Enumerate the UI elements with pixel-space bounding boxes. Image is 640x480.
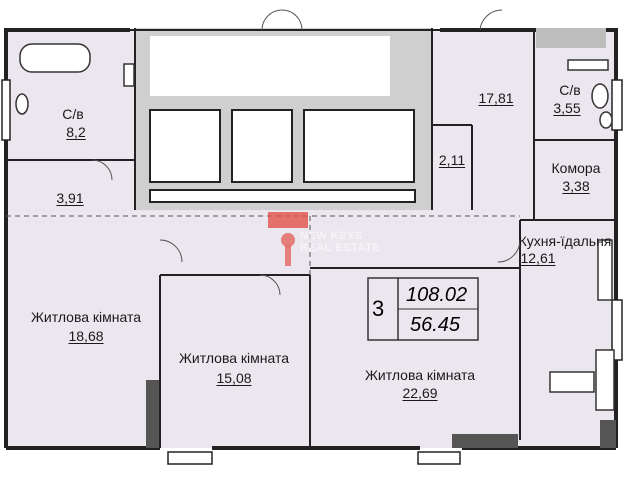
shaft-bottom — [149, 189, 416, 203]
living1-area: 18,68 — [68, 328, 104, 344]
rooms-count: 3 — [372, 296, 385, 321]
living2-label: Житлова кімната — [178, 350, 290, 366]
living1-label: Житлова кімната — [30, 309, 142, 325]
living2-area: 15,08 — [216, 370, 252, 386]
living3-label: Житлова кімната — [364, 367, 476, 383]
wardrobe-area: 2,11 — [438, 152, 466, 168]
hall1-area: 3,91 — [56, 190, 84, 206]
total-area: 108.02 — [406, 284, 468, 306]
shaft-cell-1 — [149, 109, 221, 183]
zone-lines — [6, 215, 520, 275]
interior-walls — [6, 28, 616, 448]
living-area: 56.45 — [410, 314, 461, 336]
bath1-area: 8,2 — [66, 124, 86, 140]
bath2-label: С/в — [559, 82, 581, 98]
living3-area: 22,69 — [402, 385, 438, 401]
fixtures — [15, 43, 615, 411]
wall-block-bottom — [452, 434, 518, 448]
wall-block-right-low — [600, 420, 616, 448]
corner-badge-shape — [536, 28, 606, 48]
bath2-area: 3,55 — [553, 100, 581, 116]
shaft-cell-2 — [231, 109, 293, 183]
windows — [1, 79, 623, 465]
kitchen-area: 12,61 — [520, 250, 556, 266]
shaft-cell-3 — [303, 109, 415, 183]
storage-label: Комора — [551, 160, 601, 176]
watermark-text: NEW KEYS REAL ESTATE — [300, 230, 381, 254]
kitchen-label: Кухня-їдальня — [518, 233, 612, 249]
bath1-label: С/в — [62, 106, 84, 122]
doors — [91, 9, 521, 296]
shaft-top — [150, 36, 390, 96]
wall-block-left — [146, 380, 160, 448]
watermark-logo — [268, 212, 308, 266]
hall-main-area: 17,81 — [478, 90, 514, 106]
storage-area: 3,38 — [562, 178, 590, 194]
